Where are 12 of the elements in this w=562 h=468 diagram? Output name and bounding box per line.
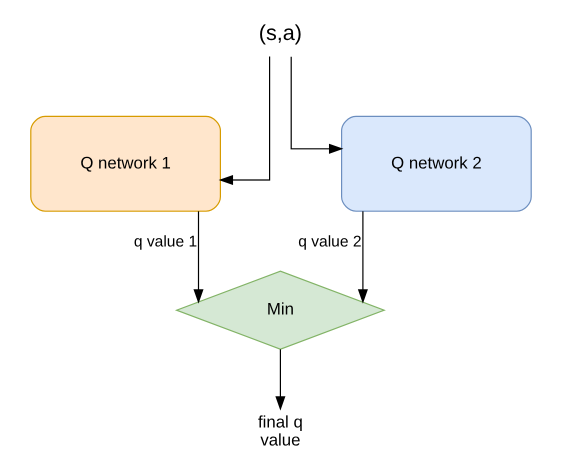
node-box: Q network 1 xyxy=(30,116,221,212)
edge-label: q value 2 xyxy=(298,233,362,250)
node-text: (s,a) xyxy=(258,20,302,46)
arrow xyxy=(218,56,270,186)
node-box: Q network 2 xyxy=(341,116,532,212)
node-text: final q value xyxy=(258,412,303,450)
edge-label: q value 1 xyxy=(134,233,198,250)
arrow xyxy=(193,211,204,304)
arrow xyxy=(290,56,344,154)
arrow xyxy=(275,349,286,411)
arrow xyxy=(358,211,368,304)
node-diamond: Min xyxy=(174,270,386,350)
